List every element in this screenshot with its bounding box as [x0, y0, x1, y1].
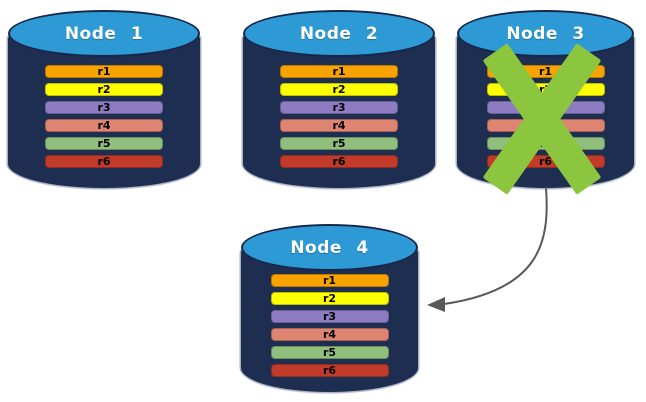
node-1-title: Node 1 — [64, 23, 144, 44]
node-2-rows: r1 r2 r3 r4 r5 r6 — [280, 65, 398, 168]
node-4-cylinder: Node 4 r1 r2 r3 r4 r5 r6 — [241, 224, 418, 392]
table-row: r1 — [270, 274, 389, 287]
node-2-title: Node 2 — [299, 23, 379, 44]
table-row: r2 — [270, 292, 389, 305]
table-row: r4 — [45, 119, 163, 132]
table-row: r5 — [280, 137, 398, 150]
failure-x-icon — [482, 43, 602, 195]
table-row: r6 — [45, 155, 163, 168]
node-4-title: Node 4 — [290, 237, 369, 258]
table-row: r2 — [45, 83, 163, 96]
table-row: r4 — [280, 119, 398, 132]
node-4-rows: r1 r2 r3 r4 r5 r6 — [270, 274, 389, 377]
table-row: r3 — [280, 101, 398, 114]
node-1-cylinder: Node 1 r1 r2 r3 r4 r5 r6 — [8, 10, 200, 188]
table-row: r6 — [270, 364, 389, 377]
failover-arrow-head — [427, 297, 445, 312]
table-row: r3 — [45, 101, 163, 114]
table-row: r3 — [270, 310, 389, 323]
failover-arrow-line — [443, 187, 548, 305]
table-row: r1 — [45, 65, 163, 78]
node-1-rows: r1 r2 r3 r4 r5 r6 — [45, 65, 163, 168]
node-2-cylinder: Node 2 r1 r2 r3 r4 r5 r6 — [243, 10, 435, 188]
table-row: r1 — [280, 65, 398, 78]
node-3-cylinder-top: Node 3 — [457, 10, 634, 57]
node-2-cylinder-top: Node 2 — [243, 10, 435, 57]
node-1-cylinder-top: Node 1 — [8, 10, 200, 57]
table-row: r2 — [280, 83, 398, 96]
table-row: r5 — [270, 346, 389, 359]
table-row: r5 — [45, 137, 163, 150]
node-3-title: Node 3 — [506, 23, 585, 44]
node-4-cylinder-top: Node 4 — [241, 224, 418, 271]
table-row: r6 — [280, 155, 398, 168]
table-row: r4 — [270, 328, 389, 341]
node-3-cylinder: Node 3 r1 r2 r3 r4 r5 r6 — [457, 10, 634, 195]
